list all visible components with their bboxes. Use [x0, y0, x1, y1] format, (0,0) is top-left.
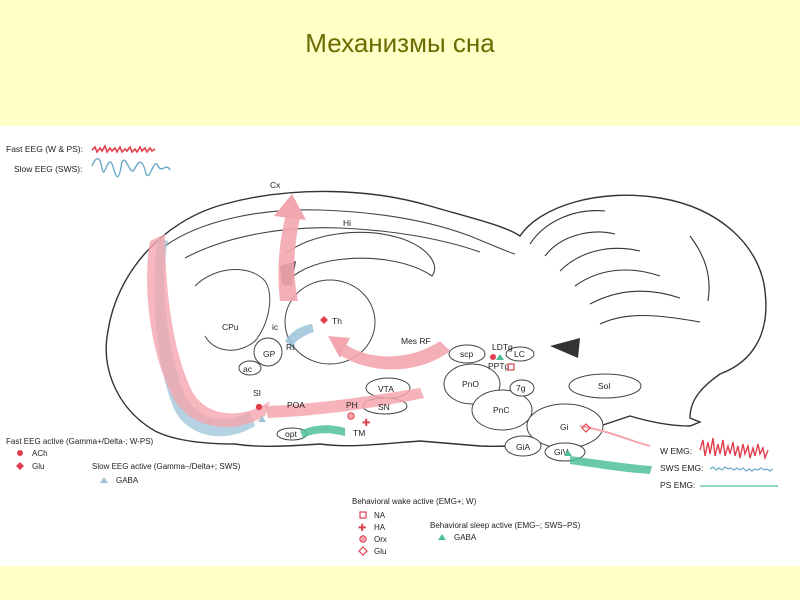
giv-outline: [544, 442, 586, 462]
legend-sleep-title: Behavioral sleep active (EMG–; SWS–PS): [430, 521, 581, 530]
legend-ha-label: HA: [374, 523, 386, 532]
pink-thalamic-arrow: [338, 341, 450, 370]
legend-gaba2-icon: [438, 534, 446, 540]
glu-marker-th: [320, 316, 328, 324]
sws-emg-trace: [709, 466, 774, 472]
thalamus-outline: [284, 279, 376, 365]
7g-outline: [509, 379, 535, 397]
legend-gaba-icon: [100, 477, 108, 483]
slow-eeg-label: Slow EEG (SWS):: [14, 164, 82, 174]
legend-orx-label: Orx: [374, 535, 387, 544]
region-th: Th: [332, 316, 342, 326]
teal-gi-projection: [570, 456, 652, 474]
fast-eeg-label: Fast EEG (W & PS):: [6, 144, 83, 154]
slow-eeg-trace: [91, 158, 171, 178]
brain-sagittal-diagram: Fast EEG (W & PS): Slow EEG (SWS): Cx Hi…: [6, 144, 778, 556]
legend-glu2-label: Glu: [374, 547, 386, 556]
region-lc: LC: [514, 349, 525, 359]
pink-ventral-pathway: [147, 234, 270, 428]
legend-gaba-label: GABA: [116, 476, 139, 485]
region-mes-rf: Mes RF: [401, 336, 431, 346]
brain-outline: [105, 190, 767, 448]
legend-ach-label: ACh: [32, 449, 48, 458]
corpus-callosum: [164, 209, 516, 259]
legend-ach-icon: [17, 450, 23, 456]
region-scp: scp: [460, 349, 474, 359]
teal-tm-inhibition: [300, 425, 345, 438]
region-pno: PnO: [462, 379, 479, 389]
pnc-outline: [471, 389, 533, 431]
region-gp: GP: [263, 349, 276, 359]
region-gi: Gi: [560, 422, 569, 432]
region-pnc: PnC: [493, 405, 510, 415]
legend-orx-icon: [359, 535, 367, 543]
region-tm: TM: [353, 428, 365, 438]
legend-slow-eeg-title: Slow EEG active (Gamma–/Delta+; SWS): [92, 462, 241, 471]
legend-na-icon: [359, 511, 367, 519]
pink-brainstem-arrow: [265, 388, 424, 418]
legend-gaba2-label: GABA: [454, 533, 477, 542]
fast-eeg-trace: [91, 144, 156, 154]
slide-bottom-band: [0, 566, 800, 600]
legend-wake-title: Behavioral wake active (EMG+; W): [352, 497, 477, 506]
region-ac: ac: [243, 364, 253, 374]
region-ph: PH: [346, 400, 358, 410]
striatum-outline: [194, 269, 271, 351]
ach-marker-si: [255, 403, 263, 411]
sws-emg-label: SWS EMG:: [660, 463, 703, 473]
region-gia: GiA: [516, 442, 531, 452]
pink-cortex-arrowhead: [274, 194, 306, 220]
w-emg-trace: [699, 437, 769, 461]
w-emg-label: W EMG:: [660, 446, 692, 456]
legend-glu-icon: [16, 462, 24, 470]
gaba-marker-si: [258, 416, 266, 422]
glu-marker-gi: [581, 423, 591, 433]
cerebellum: [529, 210, 710, 325]
legend-na-label: NA: [374, 511, 386, 520]
blue-th-projection: [285, 324, 314, 348]
lc-outline: [505, 346, 535, 362]
fourth-ventricle: [550, 338, 580, 358]
region-hi: Hi: [343, 218, 351, 228]
gia-outline: [504, 435, 542, 457]
ps-emg-label: PS EMG:: [660, 480, 695, 490]
region-cx: Cx: [270, 180, 281, 190]
legend-glu-label: Glu: [32, 462, 44, 471]
region-sol: Sol: [598, 381, 610, 391]
region-cpu: CPu: [222, 322, 239, 332]
gaba-marker-ldtg: [496, 354, 504, 360]
legend-glu2-icon: [358, 546, 368, 556]
pink-emg-projection: [579, 425, 651, 447]
region-ic: ic: [272, 322, 279, 332]
legend-ha-icon: ✚: [358, 523, 366, 534]
diagram-panel: Fast EEG (W & PS): Slow EEG (SWS): Cx Hi…: [0, 126, 800, 566]
region-pptg: PPTg: [488, 361, 510, 371]
hippocampus-outline: [284, 231, 436, 287]
region-sn: SN: [378, 402, 390, 412]
slide-title: Механизмы сна: [305, 28, 495, 58]
pink-cortex-arrow: [278, 206, 300, 301]
na-marker-lc: [507, 363, 515, 371]
region-vta: VTA: [378, 384, 394, 394]
ha-marker-tm: ✚: [362, 418, 370, 429]
region-si: SI: [253, 388, 261, 398]
region-ldtg: LDTg: [492, 342, 513, 352]
pink-thalamic-arrowhead: [328, 336, 350, 358]
region-opt: opt: [285, 429, 297, 439]
orx-marker-ph: [347, 412, 355, 420]
region-rt: Rt: [286, 342, 295, 352]
ac-outline: [238, 360, 262, 376]
scp-outline: [448, 344, 486, 364]
gaba-marker-giv: [564, 450, 572, 456]
legend-fast-eeg-title: Fast EEG active (Gamma+/Delta-; W-PS): [6, 437, 154, 446]
sol-outline: [568, 373, 642, 399]
region-poa: POA: [287, 400, 305, 410]
region-giv: GiV: [554, 447, 569, 457]
ach-marker-ldtg: [490, 354, 496, 360]
gp-outline: [253, 337, 283, 367]
region-7g: 7g: [516, 383, 526, 393]
